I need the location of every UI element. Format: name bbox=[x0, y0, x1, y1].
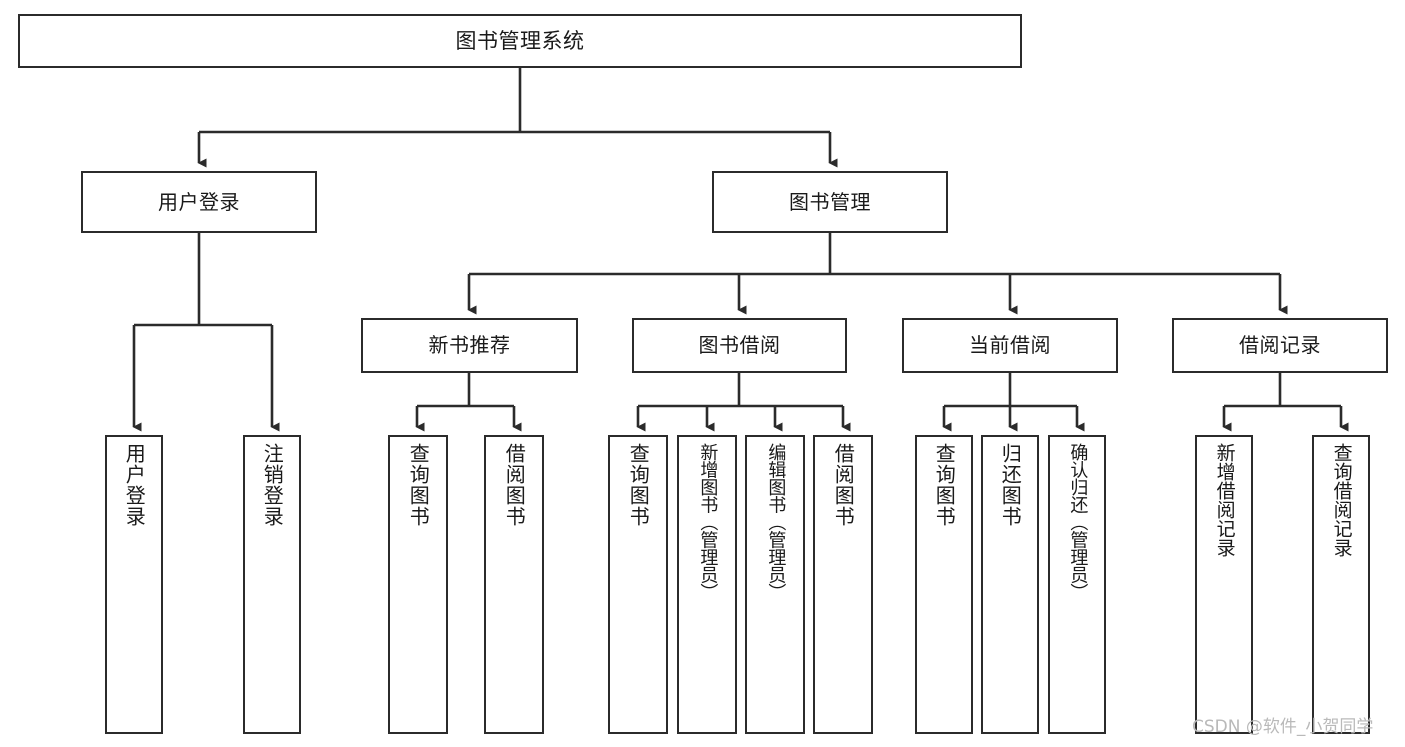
node-new-book-recommend[interactable]: 新书推荐 bbox=[361, 318, 578, 373]
node-book-borrow[interactable]: 图书借阅 bbox=[632, 318, 847, 373]
leaf-book-borrow-add[interactable]: 新增图书（管理员） bbox=[677, 435, 737, 734]
leaf-book-borrow-borrow[interactable]: 借阅图书 bbox=[813, 435, 873, 734]
node-current-borrow[interactable]: 当前借阅 bbox=[902, 318, 1118, 373]
node-label: 新增图书（管理员） bbox=[697, 443, 719, 601]
node-label: 用户登录 bbox=[122, 443, 147, 527]
leaf-user-login-logout[interactable]: 注销登录 bbox=[243, 435, 301, 734]
node-borrow-record[interactable]: 借阅记录 bbox=[1172, 318, 1388, 373]
node-label: 编辑图书（管理员） bbox=[765, 443, 787, 601]
node-label: 图书管理系统 bbox=[455, 28, 585, 53]
node-book-management[interactable]: 图书管理 bbox=[712, 171, 948, 233]
leaf-book-borrow-query[interactable]: 查询图书 bbox=[608, 435, 668, 734]
leaf-current-borrow-query[interactable]: 查询图书 bbox=[915, 435, 973, 734]
node-label: 查询图书 bbox=[406, 443, 431, 527]
leaf-current-borrow-confirm-return[interactable]: 确认归还（管理员） bbox=[1048, 435, 1106, 734]
leaf-new-book-borrow[interactable]: 借阅图书 bbox=[484, 435, 544, 734]
node-label: 图书管理 bbox=[789, 189, 871, 214]
watermark-text: CSDN @软件_小贺同学 bbox=[1192, 717, 1374, 737]
leaf-book-borrow-edit[interactable]: 编辑图书（管理员） bbox=[745, 435, 805, 734]
node-user-login[interactable]: 用户登录 bbox=[81, 171, 317, 233]
node-label: 用户登录 bbox=[158, 189, 240, 214]
node-label: 注销登录 bbox=[260, 443, 285, 527]
csdn-watermark: CSDN @软件_小贺同学 bbox=[1192, 712, 1373, 737]
leaf-borrow-record-query[interactable]: 查询借阅记录 bbox=[1312, 435, 1370, 734]
node-label: 图书借阅 bbox=[698, 333, 781, 357]
leaf-user-login-login[interactable]: 用户登录 bbox=[105, 435, 163, 734]
node-label: 借阅图书 bbox=[502, 443, 527, 527]
node-label: 新书推荐 bbox=[428, 333, 511, 357]
node-label: 查询图书 bbox=[626, 443, 651, 527]
node-label: 新增借阅记录 bbox=[1213, 443, 1236, 557]
node-label: 确认归还（管理员） bbox=[1067, 443, 1089, 601]
leaf-new-book-query[interactable]: 查询图书 bbox=[388, 435, 448, 734]
leaf-borrow-record-add[interactable]: 新增借阅记录 bbox=[1195, 435, 1253, 734]
node-label: 当前借阅 bbox=[969, 333, 1051, 357]
node-label: 查询图书 bbox=[932, 443, 957, 527]
node-label: 归还图书 bbox=[998, 443, 1023, 527]
leaf-current-borrow-return[interactable]: 归还图书 bbox=[981, 435, 1039, 734]
node-label: 查询借阅记录 bbox=[1330, 443, 1353, 557]
node-label: 借阅图书 bbox=[831, 443, 856, 527]
node-label: 借阅记录 bbox=[1239, 333, 1321, 357]
node-root-book-management-system[interactable]: 图书管理系统 bbox=[18, 14, 1022, 68]
